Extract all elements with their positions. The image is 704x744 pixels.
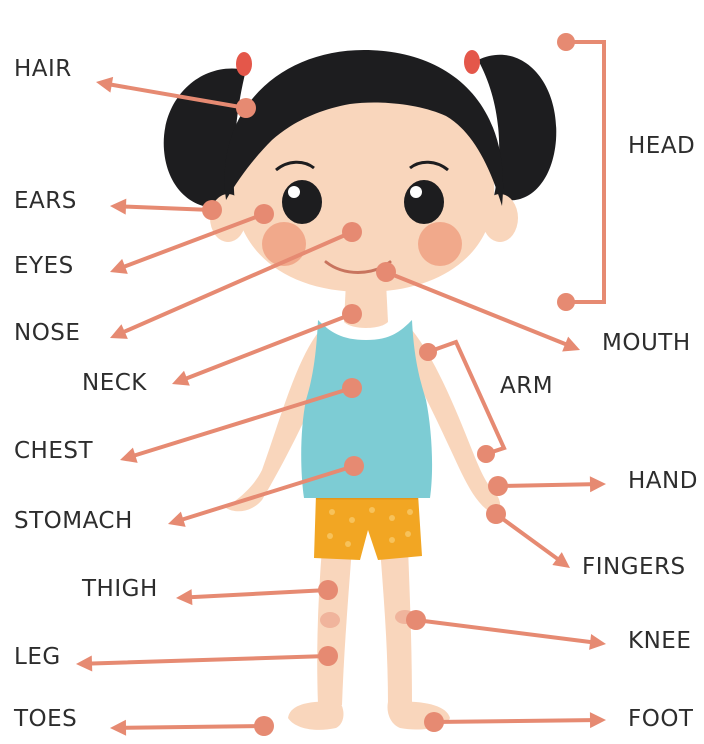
arm-bracket-dot-top — [419, 343, 437, 361]
label-stomach: STOMACH — [14, 510, 133, 533]
label-head: HEAD — [628, 135, 695, 158]
pointer-dot-knee — [406, 610, 426, 630]
label-eyes: EYES — [14, 255, 74, 278]
head-bracket — [566, 42, 604, 302]
head-bracket-dot-bottom — [557, 293, 575, 311]
head-bracket-dot-top — [557, 33, 575, 51]
left-eye — [282, 180, 322, 224]
label-fingers: FINGERS — [582, 556, 686, 579]
arrowhead-hair — [96, 77, 113, 93]
label-knee: KNEE — [628, 630, 691, 653]
pointer-line-fingers — [496, 514, 557, 559]
pointer-dot-foot — [424, 712, 444, 732]
label-thigh: THIGH — [82, 578, 158, 601]
pointer-dot-leg — [318, 646, 338, 666]
arm-bracket-dot-bottom — [477, 445, 495, 463]
right-hair-tie — [464, 50, 480, 74]
pointer-line-eyes — [125, 214, 264, 266]
arrowhead-hand — [590, 476, 606, 492]
arrowhead-foot — [590, 712, 606, 728]
left-leg — [380, 548, 412, 705]
label-leg: LEG — [14, 646, 61, 669]
right-eye — [404, 180, 444, 224]
left-cheek — [262, 222, 306, 266]
pointer-dot-mouth — [376, 262, 396, 282]
label-chest: CHEST — [14, 440, 93, 463]
label-nose: NOSE — [14, 322, 80, 345]
pointer-dot-thigh — [318, 580, 338, 600]
label-neck: NECK — [82, 372, 147, 395]
left-hair-tie — [236, 52, 252, 76]
right-cheek — [418, 222, 462, 266]
tank-top — [301, 320, 432, 498]
label-hair: HAIR — [14, 58, 72, 81]
knee-spot — [320, 612, 340, 628]
shirt — [301, 320, 432, 498]
label-foot: FOOT — [628, 708, 694, 731]
pointer-line-thigh — [192, 590, 328, 597]
right-eye-shine — [410, 186, 422, 198]
label-hand: HAND — [628, 470, 698, 493]
pointer-dot-eyes — [254, 204, 274, 224]
pointer-line-ears — [126, 207, 212, 210]
arrowhead-thigh — [176, 589, 192, 605]
label-mouth: MOUTH — [602, 332, 691, 355]
label-toes: TOES — [14, 708, 77, 731]
pointer-line-leg — [92, 656, 328, 663]
arrowhead-knee — [589, 634, 606, 650]
arrowhead-toes — [110, 720, 126, 736]
pointer-line-toes — [126, 726, 264, 728]
label-arm: ARM — [500, 375, 553, 398]
pointer-line-hand — [498, 484, 590, 486]
shorts-shape — [314, 494, 422, 560]
pointer-dot-ears — [202, 200, 222, 220]
left-eye-shine — [288, 186, 300, 198]
pointer-dot-toes — [254, 716, 274, 736]
pointer-dot-nose — [342, 222, 362, 242]
arrowhead-ears — [110, 199, 126, 215]
pointer-dot-fingers — [486, 504, 506, 524]
right-foot — [288, 702, 343, 730]
arrowhead-leg — [76, 655, 92, 671]
arrowhead-chest — [120, 448, 138, 463]
label-ears: EARS — [14, 190, 77, 213]
pointer-dot-hair — [236, 98, 256, 118]
pointer-dot-neck — [342, 304, 362, 324]
pointer-dot-stomach — [344, 456, 364, 476]
pointer-dot-hand — [488, 476, 508, 496]
arrowhead-stomach — [168, 512, 186, 527]
pointer-line-foot — [434, 720, 590, 722]
shorts — [314, 494, 422, 560]
head — [164, 50, 557, 292]
pointer-dot-chest — [342, 378, 362, 398]
legs — [288, 548, 450, 730]
pointer-line-knee — [416, 620, 590, 642]
arrowhead-fingers — [552, 552, 570, 568]
